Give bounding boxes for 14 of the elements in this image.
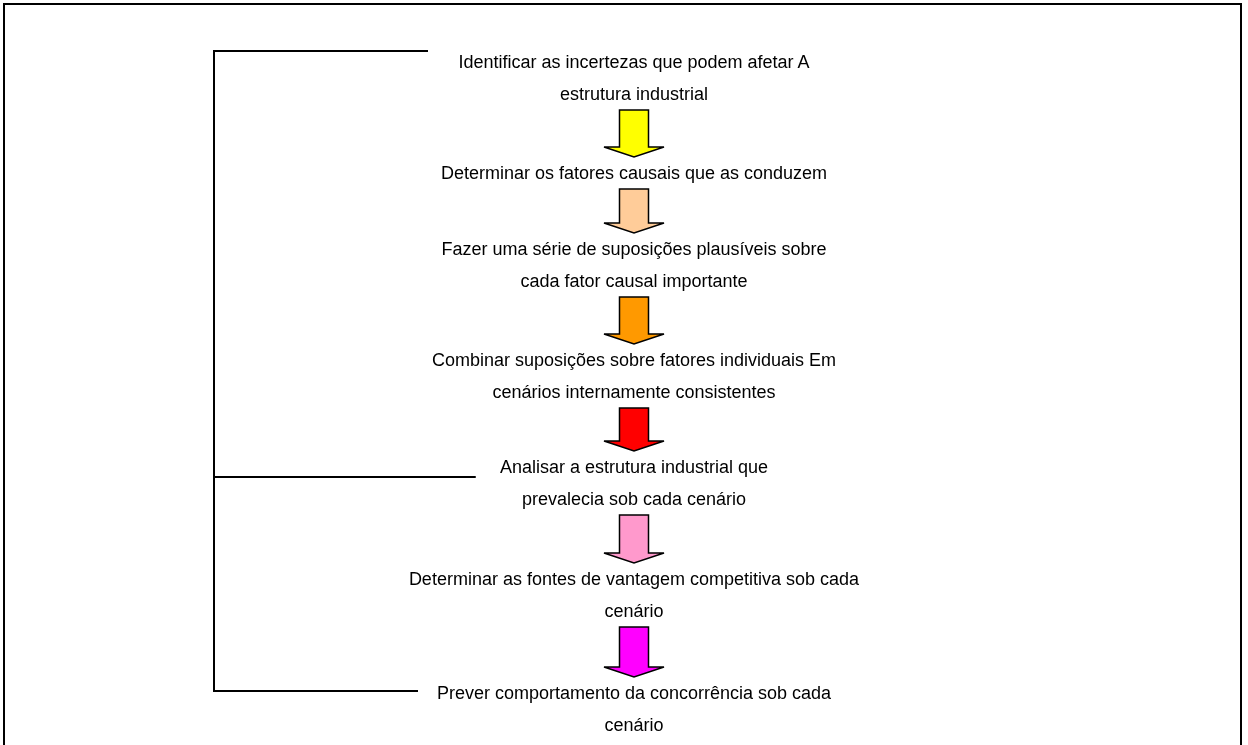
step-text: Analisar a estrutura industrial que prevalecia sob cada cenário bbox=[475, 451, 793, 515]
step-text: Fazer uma série de suposições plausíveis sobre cada fator causal importante bbox=[428, 233, 840, 297]
bracket-line bbox=[213, 476, 477, 692]
block-arrow bbox=[603, 626, 665, 678]
step-text: Identificar as incertezas que podem afetar A estrutura industrial bbox=[428, 46, 840, 110]
step-text: Combinar suposições sobre fatores individuais Em cenários internamente consistentes bbox=[405, 344, 863, 408]
step-text: Prever comportamento da concorrência sob cada cenário bbox=[418, 677, 850, 741]
block-arrow bbox=[603, 109, 665, 158]
step-text: Determinar os fatores causais que as conduzem bbox=[440, 157, 828, 189]
block-arrow bbox=[603, 188, 665, 234]
block-arrow bbox=[603, 514, 665, 564]
step-text: Determinar as fontes de vantagem competitiva sob cada cenário bbox=[404, 563, 864, 627]
block-arrow bbox=[603, 407, 665, 452]
block-arrow bbox=[603, 296, 665, 345]
